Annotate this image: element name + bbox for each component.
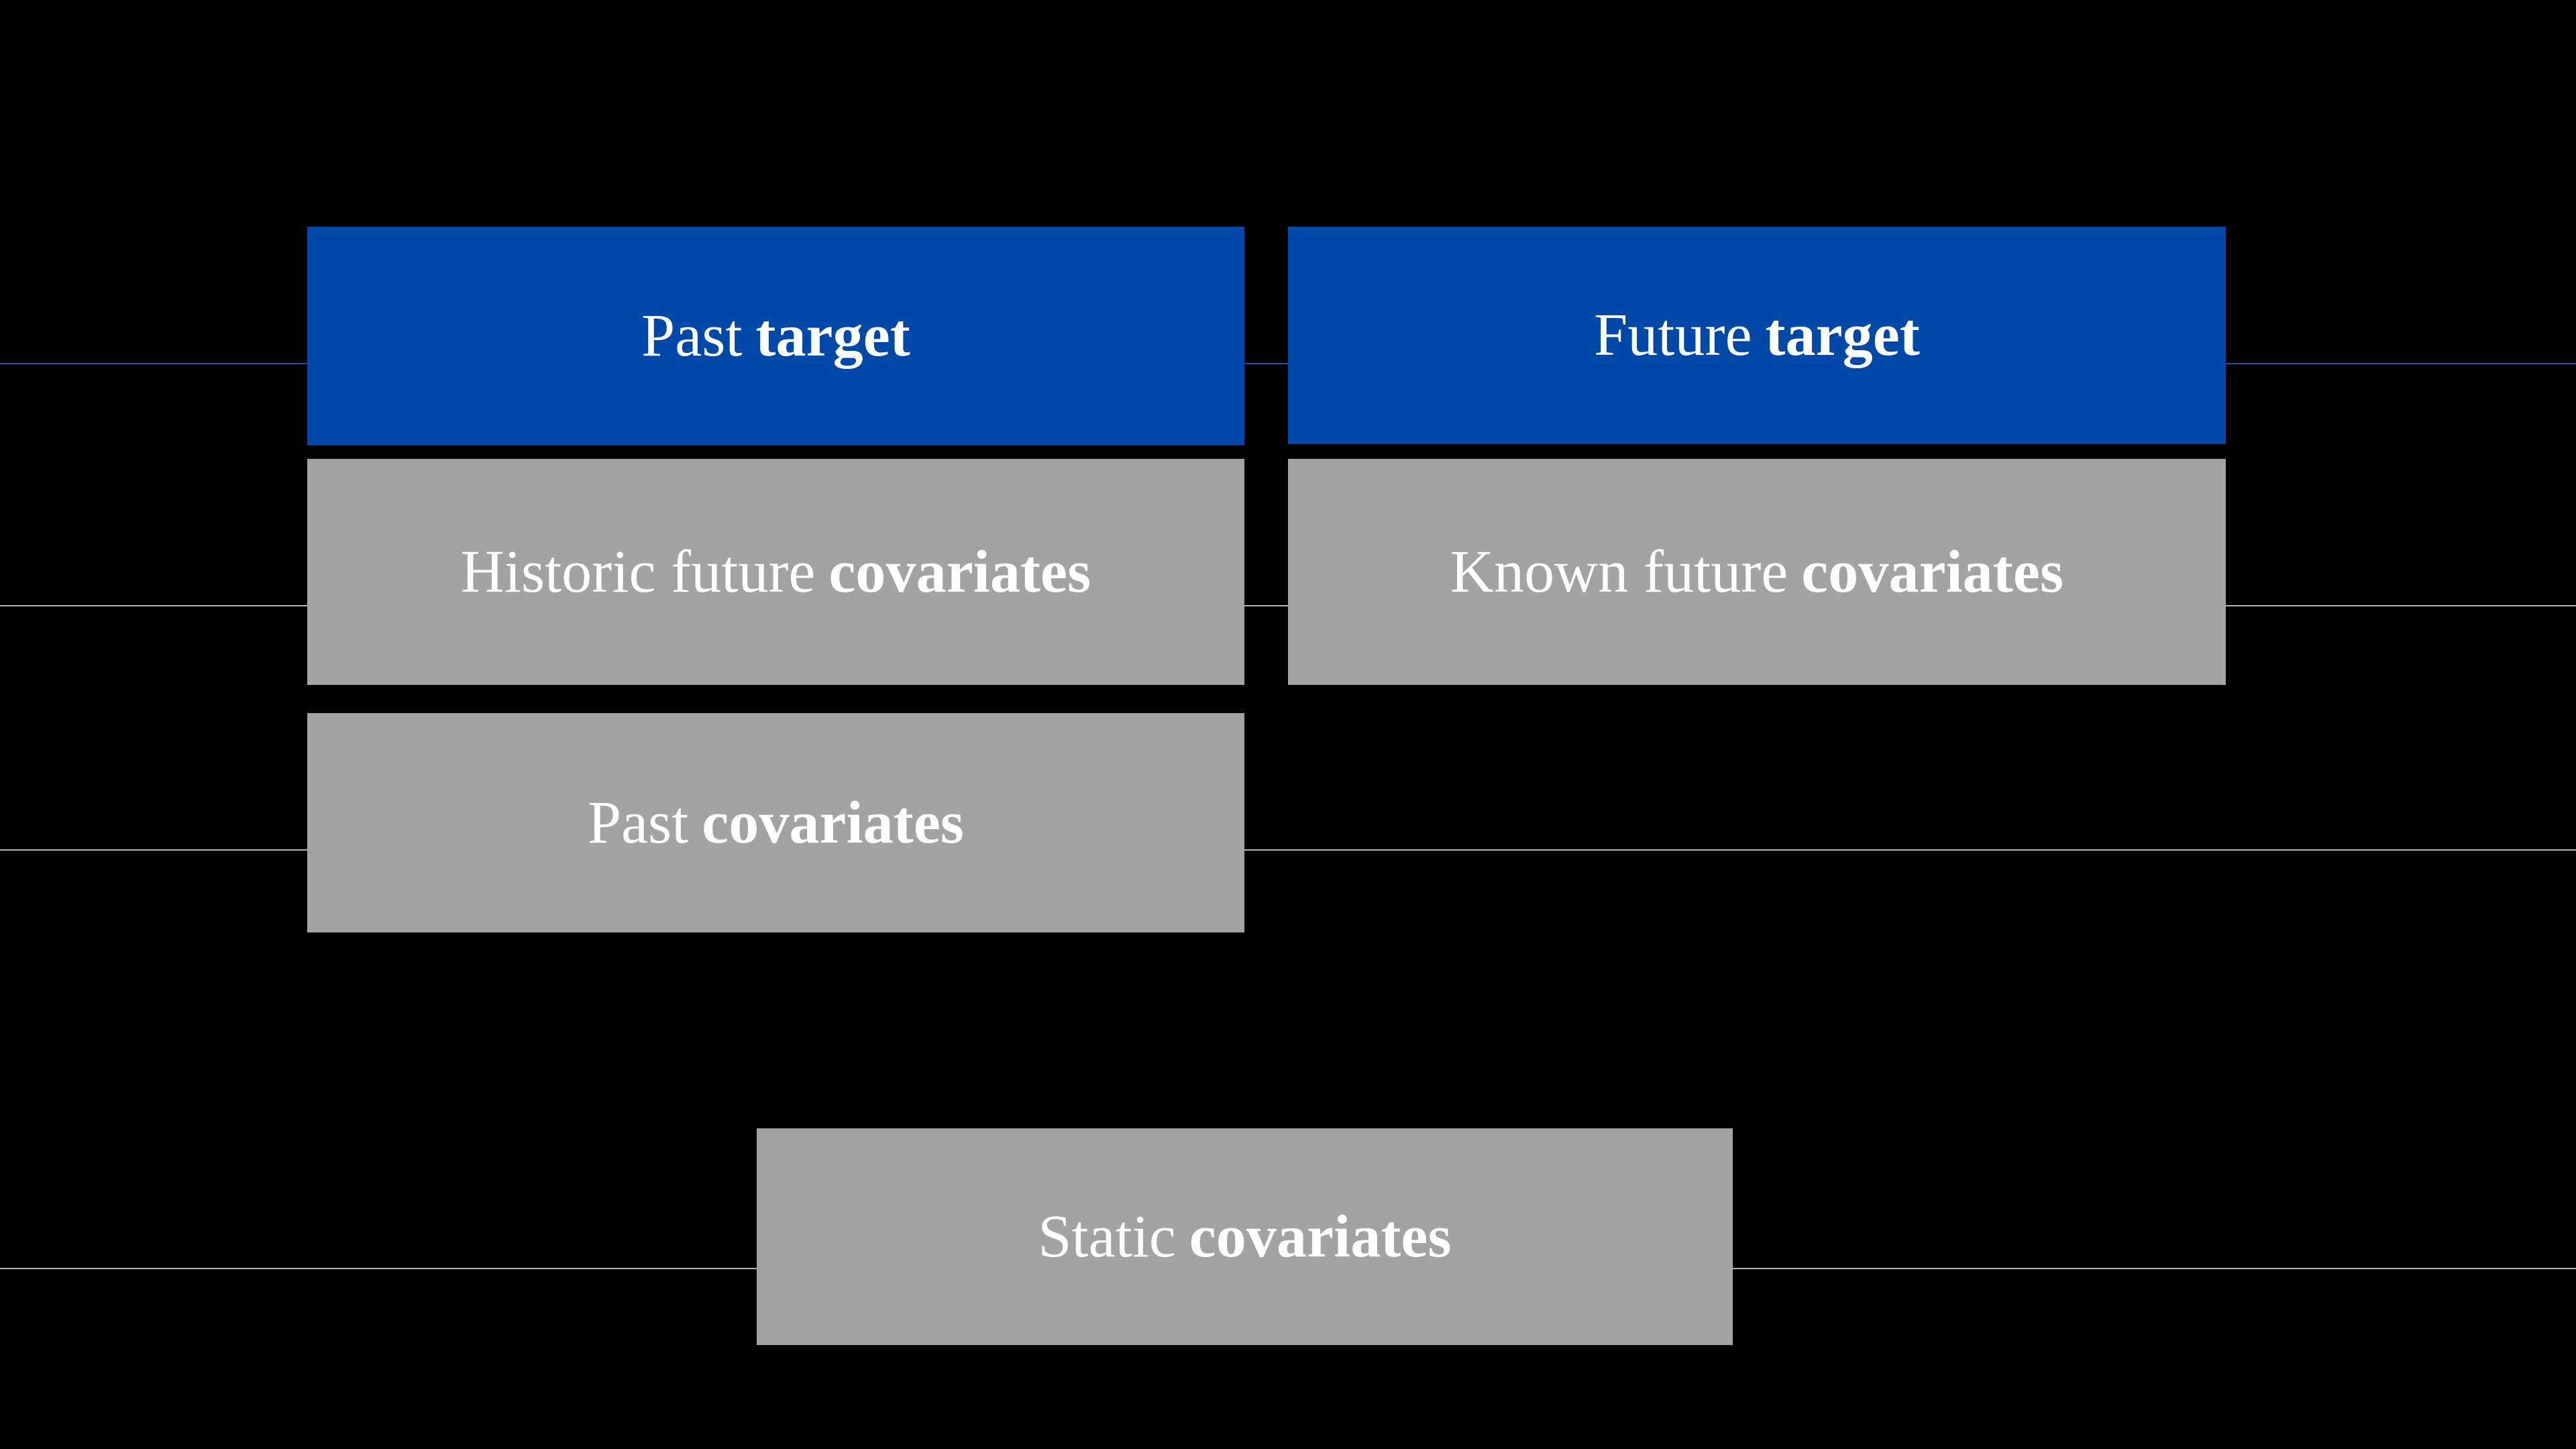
block-future-target-lead: Future <box>1594 302 1752 368</box>
block-past-covariates-lead: Past <box>587 789 689 856</box>
block-static-covariates-lead: Static <box>1038 1203 1176 1270</box>
block-future-target-emph: target <box>1765 302 1920 368</box>
block-known-future-covariates-lead: Known future <box>1450 538 1788 605</box>
block-static-covariates-emph: covariates <box>1189 1203 1452 1270</box>
block-historic-future-covariates-emph: covariates <box>828 538 1091 605</box>
block-past-target-lead: Past <box>641 303 743 369</box>
block-historic-future-covariates-lead: Historic future <box>460 538 816 605</box>
block-known-future-covariates-emph: covariates <box>1801 538 2064 605</box>
block-past-target-emph: target <box>755 303 910 369</box>
block-past-covariates-emph: covariates <box>702 789 965 856</box>
